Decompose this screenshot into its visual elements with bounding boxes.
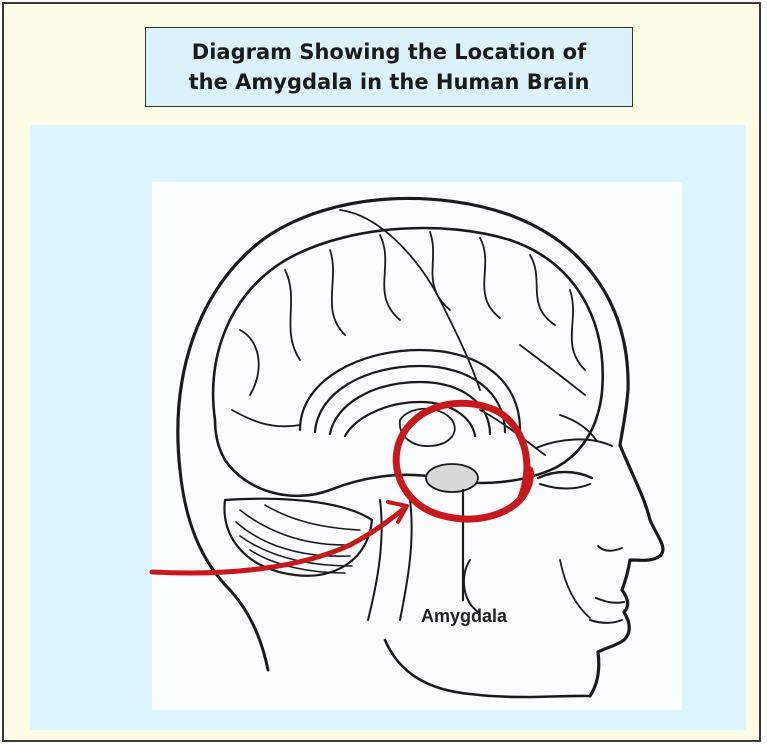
image-backing xyxy=(152,182,682,710)
amygdala-label: Amygdala xyxy=(421,606,507,627)
amygdala-structure xyxy=(426,464,478,492)
